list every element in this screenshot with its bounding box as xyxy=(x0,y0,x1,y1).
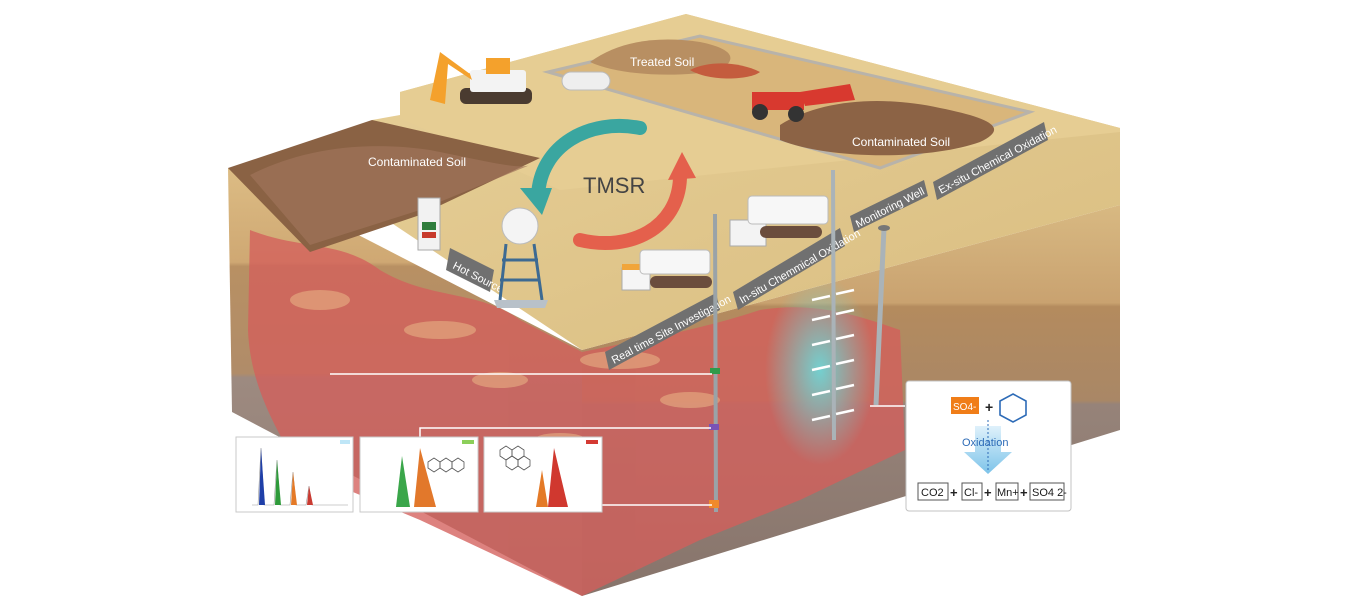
benzene-ring-icon xyxy=(999,393,1027,423)
oxidant-label: SO4- xyxy=(953,402,976,413)
monitoring-well xyxy=(873,225,890,406)
pit-texture-left xyxy=(250,146,530,245)
oxidation-label: Oxidation xyxy=(962,437,1008,449)
plus-sign: + xyxy=(984,485,992,500)
red-soil-pile xyxy=(690,63,760,79)
label-contaminated-soil-left: Contaminated Soil xyxy=(368,155,466,169)
tank-icon xyxy=(561,71,611,91)
drill-rig-icon xyxy=(621,249,712,291)
tmsr-cycle: TMSR xyxy=(520,118,696,251)
plus-sign: + xyxy=(1020,485,1028,500)
radar-tower-icon xyxy=(494,207,548,308)
oxidant-badge xyxy=(951,397,979,414)
probe-realtime xyxy=(709,213,720,513)
treated-soil-pile xyxy=(590,39,731,75)
tmsr-label: TMSR xyxy=(583,173,645,198)
label-treated-soil: Treated Soil xyxy=(630,55,694,69)
contaminated-soil-pile-right xyxy=(780,101,995,156)
dispersion-arrows xyxy=(811,288,855,422)
oxidant-plume xyxy=(765,275,875,465)
product-cl: Cl- xyxy=(964,487,978,499)
fuel-station-icon xyxy=(417,197,441,251)
plus-sign: + xyxy=(950,485,958,500)
spectrum-panel-2 xyxy=(359,436,479,513)
oxidation-reaction-box: SO4- + Oxidation CO2 + Cl- + Mn+ + SO4 2… xyxy=(905,380,1072,512)
pyrene-icon xyxy=(499,445,531,471)
plus-sign: + xyxy=(985,399,993,415)
injection-well xyxy=(831,169,836,441)
spectrum-panel-3 xyxy=(483,436,603,513)
connector-lines xyxy=(330,373,905,506)
excavator-icon xyxy=(430,52,532,104)
product-sulfate: SO4 2- xyxy=(1032,487,1067,499)
anthracene-icon xyxy=(427,457,465,473)
drill-rig-icon xyxy=(729,195,829,247)
label-contaminated-soil-right: Contaminated Soil xyxy=(852,135,950,149)
dump-truck-icon xyxy=(752,84,855,122)
spectrum-panel-1 xyxy=(235,436,354,513)
product-metal: Mn+ xyxy=(997,487,1019,499)
product-co2: CO2 xyxy=(921,487,944,499)
